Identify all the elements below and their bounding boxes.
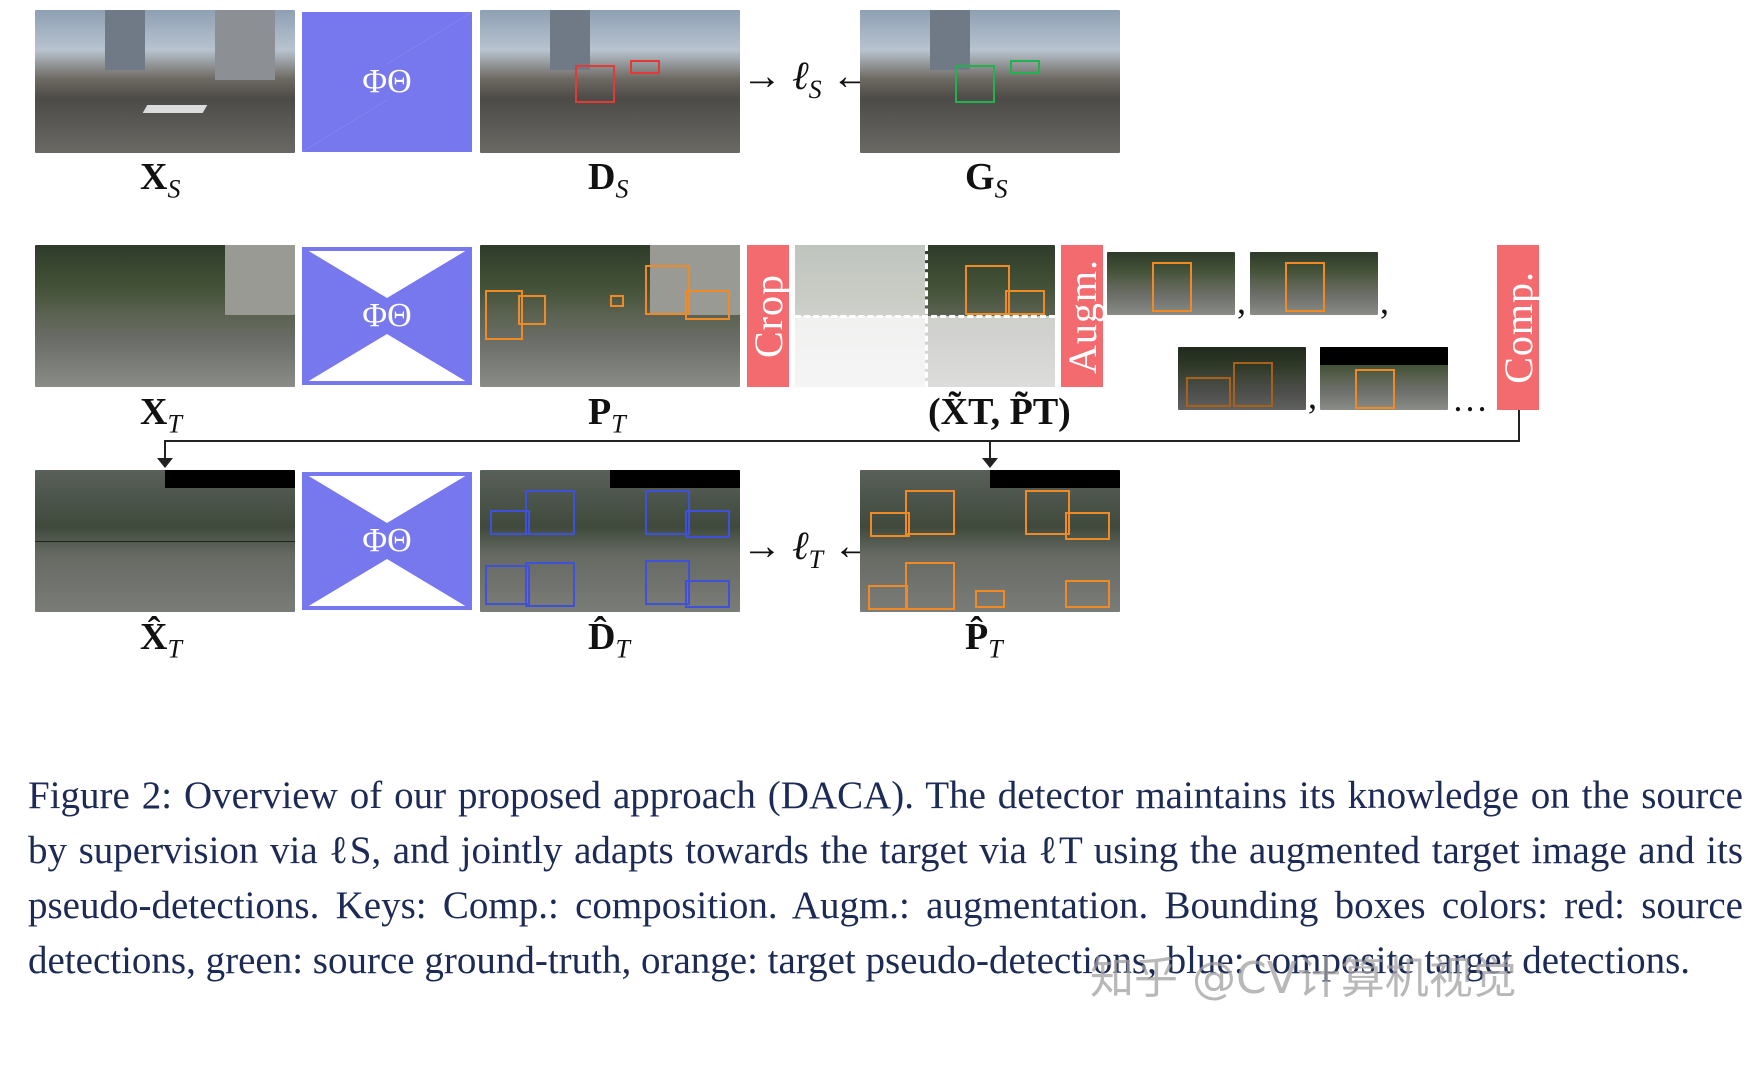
orange-bounding-box (485, 290, 523, 340)
blue-bounding-box (525, 562, 575, 607)
comma: , (1308, 376, 1317, 416)
blue-bounding-box (645, 560, 690, 605)
arrowhead-down-icon (157, 458, 173, 468)
label-augmented-pair: (X̃T, P̃T) (928, 391, 1071, 433)
label-xhat-t: X̂T (140, 616, 182, 664)
orange-bounding-box (965, 265, 1010, 315)
composite-pseudo-detections-image (860, 470, 1120, 612)
orange-bounding-box (610, 295, 624, 307)
green-bounding-box (955, 65, 995, 103)
feedback-arrow-left (164, 440, 166, 464)
label-dhat-t: D̂T (588, 616, 630, 664)
composite-target-image (35, 470, 295, 612)
green-bounding-box (1010, 60, 1040, 74)
orange-bounding-box (1005, 290, 1045, 315)
orange-bounding-box (518, 295, 546, 325)
orange-bounding-box (1285, 262, 1325, 312)
comma: , (1237, 281, 1246, 321)
orange-bounding-box (1233, 362, 1273, 407)
network-label: ΦΘ (362, 522, 412, 559)
source-image (35, 10, 295, 153)
blue-bounding-box (645, 490, 690, 535)
orange-bounding-box (1355, 369, 1395, 409)
augmented-crop-4 (1320, 347, 1448, 410)
orange-bounding-box (870, 512, 910, 537)
label-gs: GS (965, 156, 1008, 204)
orange-bounding-box (1152, 262, 1192, 312)
caption-text: Figure 2: Overview of our proposed appro… (28, 774, 1743, 982)
detector-network-1: ΦΘ (302, 12, 472, 152)
augmented-crop-3 (1178, 347, 1306, 410)
label-xt: XT (140, 391, 182, 439)
crop-tag: Crop (746, 245, 791, 387)
augmented-crop-2 (1250, 252, 1378, 315)
network-label: ΦΘ (362, 297, 412, 334)
target-image (35, 245, 295, 387)
blue-bounding-box (525, 490, 575, 535)
orange-bounding-box (868, 585, 908, 610)
label-pt: PT (588, 391, 626, 439)
feedback-line-horizontal (164, 440, 1520, 442)
orange-bounding-box (905, 562, 955, 610)
network-label: ΦΘ (362, 63, 412, 100)
augm-tag: Augm. (1060, 245, 1105, 387)
source-detections-image (480, 10, 740, 153)
orange-bounding-box (645, 265, 690, 315)
target-pseudo-detections-image (480, 245, 740, 387)
orange-bounding-box (685, 290, 730, 320)
watermark: 知乎 @CV计算机视觉 (1090, 953, 1517, 1004)
comp-tag: Comp. (1496, 245, 1541, 410)
arrowhead-down-icon (982, 458, 998, 468)
blue-bounding-box (490, 510, 530, 535)
orange-bounding-box (905, 490, 955, 535)
blue-bounding-box (485, 565, 530, 605)
ellipsis: … (1452, 379, 1488, 419)
blue-bounding-box (685, 580, 730, 608)
orange-bounding-box (1065, 512, 1110, 540)
label-xs: XS (140, 156, 181, 204)
orange-bounding-box (1025, 490, 1070, 535)
red-bounding-box (575, 65, 615, 103)
source-ground-truth-image (860, 10, 1120, 153)
feedback-line-vertical (1518, 410, 1520, 442)
label-ds: DS (588, 156, 629, 204)
cropped-target-image (795, 245, 1055, 387)
source-loss: → ℓS ← (742, 53, 872, 104)
figure-caption: Figure 2: Overview of our proposed appro… (28, 768, 1743, 988)
augmented-crop-1 (1107, 252, 1235, 315)
composite-detections-image (480, 470, 740, 612)
detector-network-3: ΦΘ (302, 472, 472, 610)
blue-bounding-box (685, 510, 730, 538)
orange-bounding-box (975, 590, 1005, 608)
detector-network-2: ΦΘ (302, 247, 472, 385)
red-bounding-box (630, 60, 660, 74)
feedback-arrow-right (989, 440, 991, 464)
orange-bounding-box (1186, 377, 1231, 407)
label-phat-t: P̂T (965, 616, 1003, 664)
orange-bounding-box (1065, 580, 1110, 608)
comma: , (1380, 281, 1389, 321)
target-loss: → ℓT ← (742, 523, 874, 574)
